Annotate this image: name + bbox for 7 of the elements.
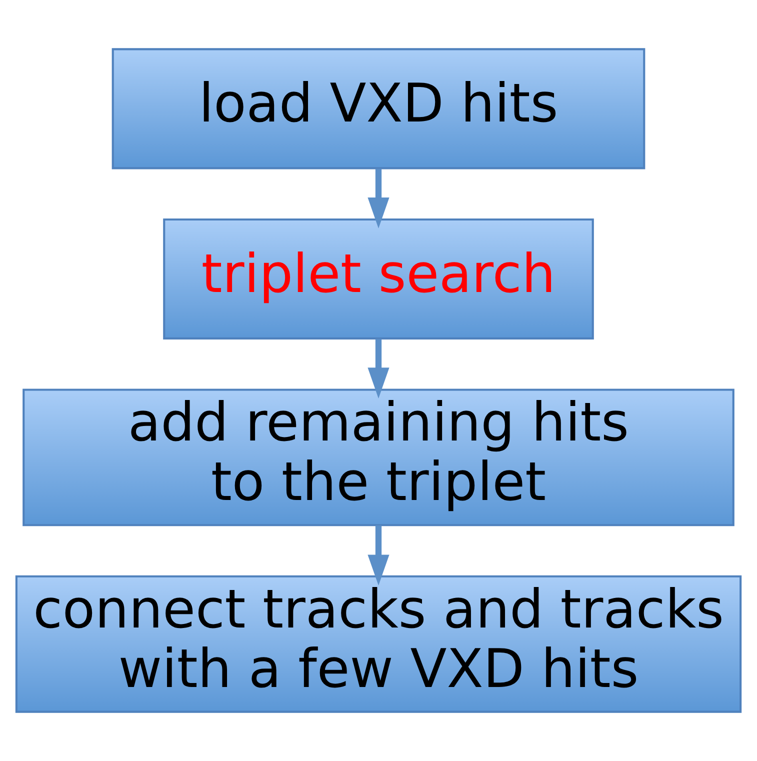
node-box: add remaining hits to the triplet [22,388,734,526]
node-box: connect tracks and tracks with a few VXD hits [15,575,742,713]
arrow [368,339,390,398]
arrow [368,168,390,228]
node-box: triplet search [163,218,594,340]
arrow [368,525,390,586]
node-box: load VXD hits [112,48,646,170]
